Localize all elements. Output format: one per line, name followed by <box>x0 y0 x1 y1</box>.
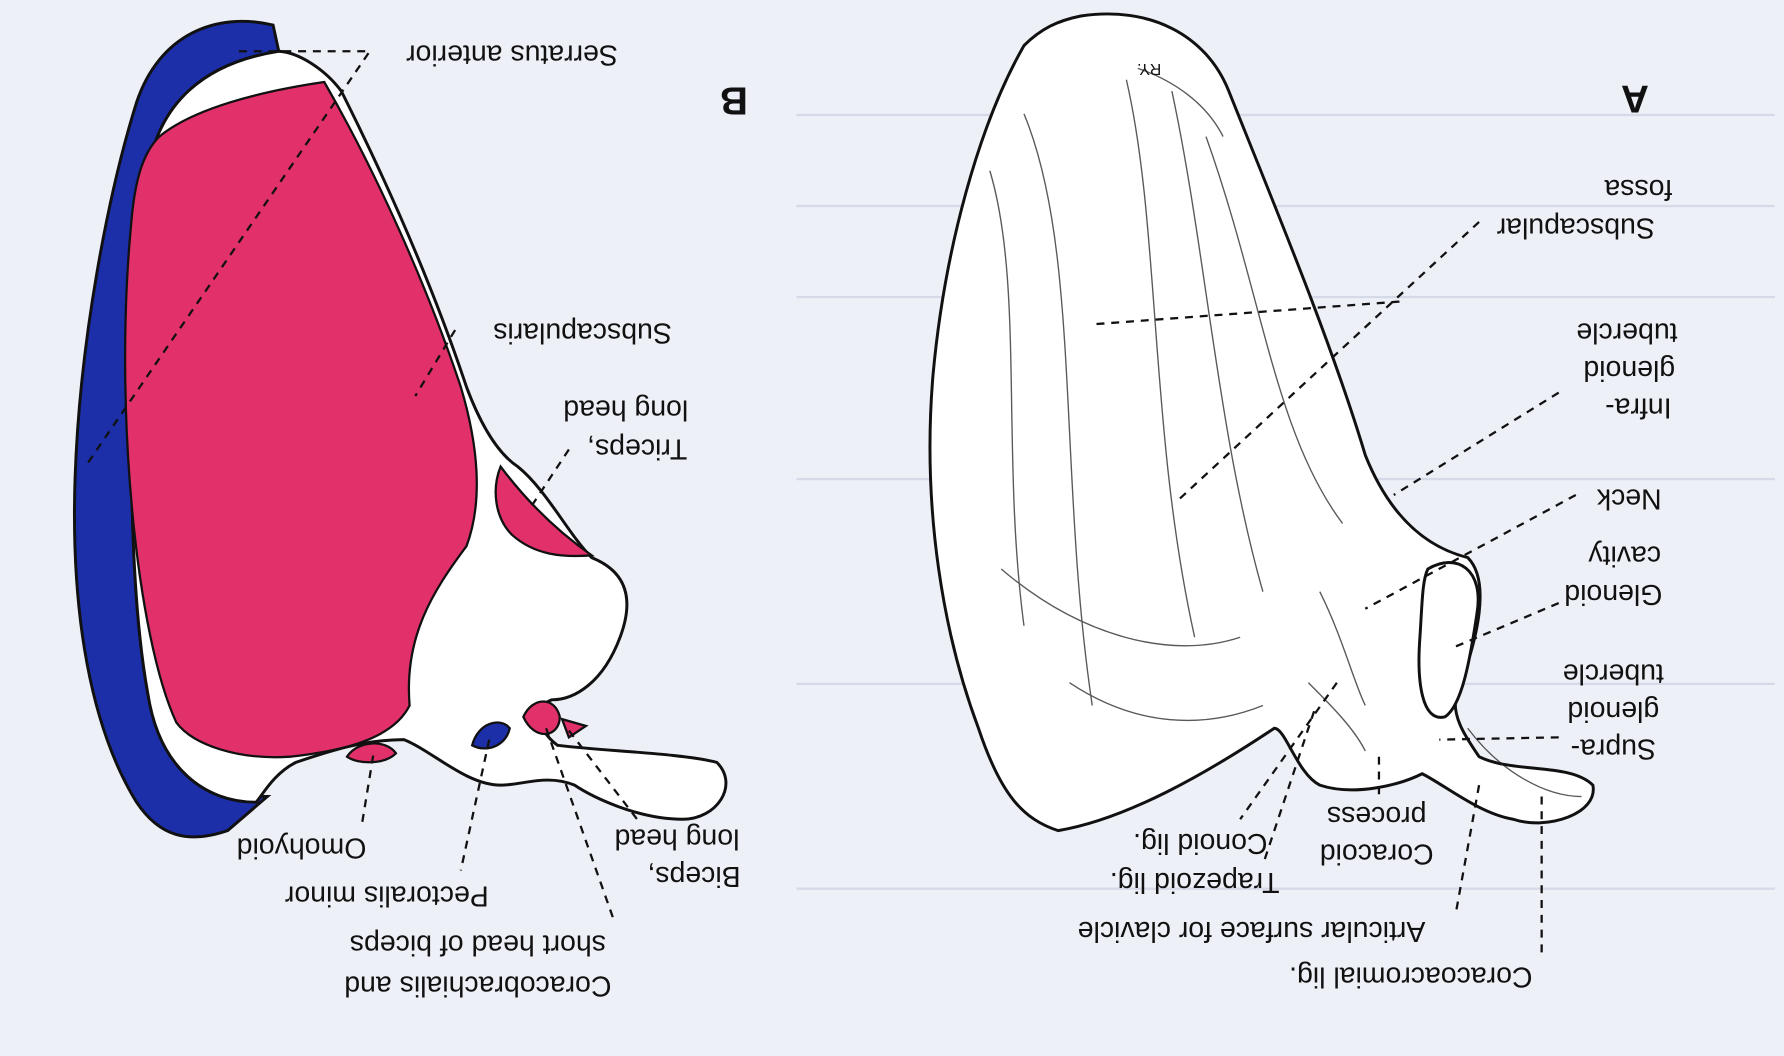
leader-neck <box>1364 494 1577 610</box>
scapula-outline-a <box>928 12 1595 833</box>
label-neck: Neck <box>1596 482 1662 514</box>
label-infraglenoid-line1: Infra- <box>1605 391 1671 423</box>
biceps-long-head-origin <box>560 717 589 740</box>
label-subscapular-line1: Subscapular <box>1497 212 1655 244</box>
label-coracobrachialis-line1: Coracobrachialis and <box>344 969 611 1001</box>
leader-conoid <box>1239 682 1338 820</box>
label-infraglenoid-line2: glenoid <box>1583 354 1675 386</box>
label-biceps-line1: Biceps, <box>647 860 740 892</box>
leader-subscapular-fossa <box>1092 221 1480 502</box>
leader-glenoid <box>1450 602 1560 650</box>
leader-coracobrachialis <box>545 727 616 923</box>
bone-shading <box>989 67 1582 798</box>
leader-pectoralis <box>459 739 491 871</box>
label-glenoid-line1: Glenoid <box>1564 578 1662 610</box>
label-coracoid-line1: Coracoid <box>1320 837 1434 869</box>
panel-a-letter: A <box>1621 76 1649 119</box>
label-coracoacromial-lig: Coracoacromial lig. <box>1289 960 1532 992</box>
triceps-long-head-origin <box>494 464 595 558</box>
panel-a-scapula: RY. <box>928 12 1595 956</box>
label-serratus-anterior: Serratus anterior <box>406 39 618 71</box>
label-articular-surface: Articular surface for clavicle <box>1078 915 1426 947</box>
glenoid-cavity <box>1417 561 1480 719</box>
label-subscapular-line2: fossa <box>1604 173 1672 205</box>
coracobrachialis-origin <box>522 700 561 736</box>
label-pectoralis-minor: Pectoralis minor <box>285 879 489 911</box>
label-conoid-lig: Conoid lig. <box>1133 827 1267 859</box>
omohyoid-origin <box>345 742 398 764</box>
leader-omohyoid <box>360 755 375 826</box>
label-triceps-line2: long head <box>563 394 688 426</box>
panel-a-labels: A Subscapular fossa Infra- glenoid tuber… <box>1078 76 1678 992</box>
leader-infraglenoid <box>1393 391 1560 496</box>
label-omohyoid: Omohyoid <box>237 832 367 864</box>
panel-b-labels: B Serratus anterior Subscapularis Tricep… <box>237 39 748 1002</box>
label-trapezoid-lig: Trapezoid lig. <box>1110 866 1280 898</box>
leader-biceps <box>567 729 639 820</box>
leader-serratus <box>84 50 372 468</box>
leader-articular <box>1455 784 1481 911</box>
label-coracoid-line2: process <box>1327 800 1427 832</box>
label-coracobrachialis-line2: short head of biceps <box>350 928 606 960</box>
label-supraglenoid-line1: Supra- <box>1571 733 1656 765</box>
panel-b-letter: B <box>720 79 748 122</box>
leader-triceps <box>528 448 570 511</box>
artist-initials: RY. <box>1137 60 1161 77</box>
label-supraglenoid-line3: tubercle <box>1563 658 1664 690</box>
panel-b-scapula <box>73 19 728 923</box>
label-supraglenoid-line2: glenoid <box>1567 695 1659 727</box>
label-biceps-line2: long head <box>614 823 739 855</box>
leader-subscapularis <box>414 329 457 397</box>
subscapularis-origin <box>123 80 478 759</box>
label-glenoid-line2: cavity <box>1588 539 1661 571</box>
label-infraglenoid-line3: tubercle <box>1576 316 1677 348</box>
label-subscapularis: Subscapularis <box>493 316 672 348</box>
label-triceps-line1: Triceps, <box>587 432 687 464</box>
leader-trapezoid <box>1261 710 1316 866</box>
leader-supraglenoid <box>1439 736 1559 741</box>
pectoralis-minor-insertion <box>470 721 511 750</box>
